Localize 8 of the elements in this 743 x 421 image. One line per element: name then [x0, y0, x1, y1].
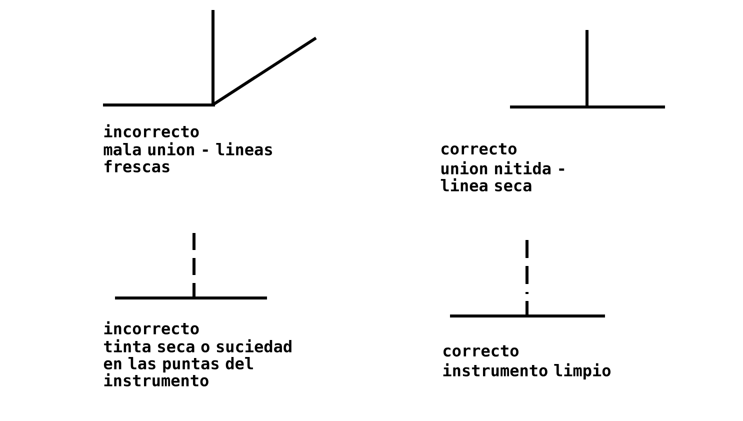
description-text: tinta seca o suciedad en las puntas del instrumento [104, 339, 292, 386]
verdict-label: correcto [444, 345, 518, 357]
verdict-label: incorrecto [104, 124, 199, 138]
verdict-label: correcto [442, 143, 516, 155]
description-text: instrumento limpio [443, 363, 610, 380]
verdict-label: incorrecto [104, 321, 199, 334]
description-text: mala union - lineas frescas [104, 142, 272, 172]
description-text: union nitida - linea seca [440, 161, 564, 192]
